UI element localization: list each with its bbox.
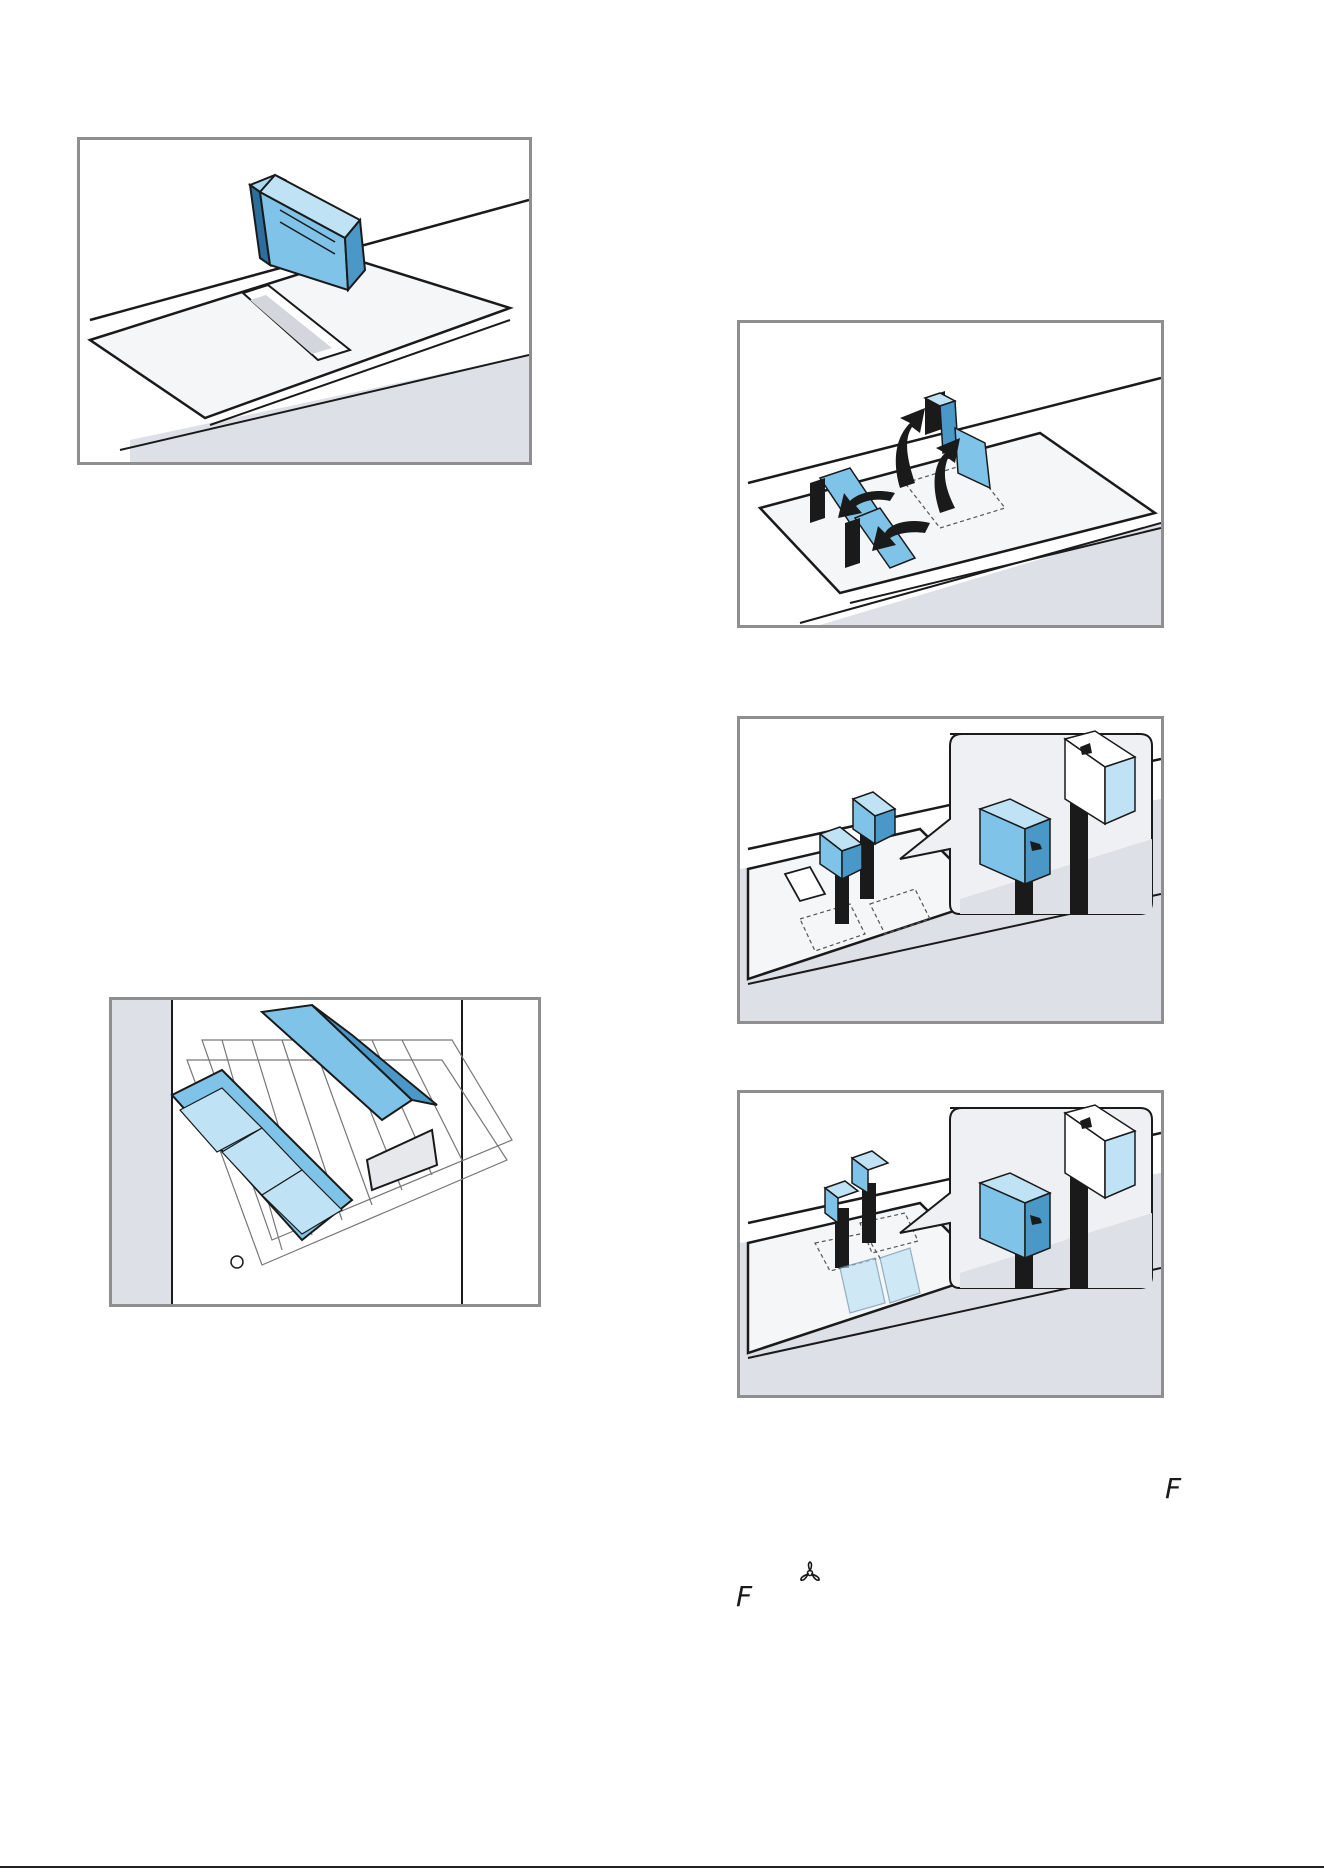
- dishwasher-rack-figure: [109, 997, 541, 1307]
- filter-box-illustration: [80, 140, 529, 462]
- dishwasher-rack-illustration: [112, 1000, 538, 1304]
- filter-insert-figure: [737, 716, 1164, 1024]
- rack-filter-front-icon: [172, 1070, 352, 1240]
- rack-filter-back-icon: [262, 1005, 437, 1120]
- filter-insert-illustration: [740, 719, 1161, 1021]
- footer-rule: [0, 1866, 1324, 1868]
- fan-icon: [797, 1560, 823, 1586]
- filter-install-figure: [737, 1090, 1164, 1398]
- filter-install-illustration: [740, 1093, 1161, 1395]
- filter-display-symbol: F: [736, 1583, 752, 1611]
- filter-removal-illustration: [740, 323, 1161, 625]
- filter-display-symbol: F: [1165, 1475, 1181, 1503]
- filter-removal-figure: [737, 320, 1164, 628]
- filter-box-figure: [77, 137, 532, 465]
